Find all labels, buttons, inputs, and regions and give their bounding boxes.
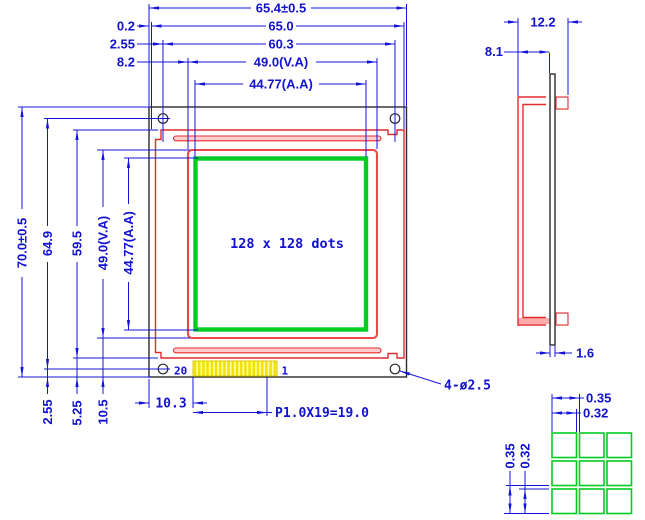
dot-cell — [578, 432, 605, 459]
dot-cell — [551, 432, 578, 459]
dim-top-bezel: 65.0 — [268, 19, 293, 34]
pin-20-label: 20 — [174, 365, 187, 378]
dot-cell — [551, 488, 578, 515]
pcb-edge — [549, 73, 556, 346]
dim-bottom-5-25: 5.25 — [70, 400, 85, 425]
dim-top-overall: 65.4±0.5 — [256, 1, 307, 16]
dot-cell — [578, 460, 605, 487]
dim-bottom-10-5: 10.5 — [96, 399, 111, 424]
connector-pads — [192, 360, 278, 377]
active-area-outline — [193, 156, 369, 332]
dim-bottom-2-55: 2.55 — [40, 399, 55, 424]
front-view: 128 x 128 dots 20 1 — [148, 106, 408, 378]
viewing-area-outline — [186, 148, 379, 340]
dim-offset-2-55: 2.55 — [110, 37, 135, 52]
dim-left-aa: 44.77(A.A) — [121, 211, 136, 275]
mounting-hole-bottom-right — [389, 363, 401, 375]
connector-dimensions: 10.3 P1.0X19=19.0 4-ø2.5 — [135, 370, 491, 421]
bezel-outline — [154, 129, 405, 359]
bottom-left-dimensions: 2.55 5.25 10.5 — [40, 338, 111, 426]
dim-left-overall: 70.0±0.5 — [15, 218, 30, 269]
side-view: 12.2 8.1 1.6 — [485, 15, 594, 361]
dot-cell — [551, 460, 578, 487]
dim-top-va: 49.0(V.A) — [254, 55, 308, 70]
dim-dot-size-h: 0.32 — [583, 406, 608, 421]
bezel-tab-slot-bottom — [172, 347, 382, 354]
dim-pin-pitch: P1.0X19=19.0 — [275, 406, 369, 421]
pin-1-label: 1 — [282, 365, 289, 378]
dim-left-bezel: 59.5 — [70, 231, 85, 256]
dot-cell — [606, 488, 633, 515]
dim-pin-start: 10.3 — [155, 397, 186, 412]
dot-cell — [578, 488, 605, 515]
dim-side-frame: 8.1 — [485, 44, 503, 59]
dot-pitch-detail: 0.35 0.32 0.35 0.32 — [503, 391, 633, 515]
dim-left-holes: 64.9 — [40, 231, 55, 256]
dim-left-va: 49.0(V.A) — [96, 216, 111, 270]
dim-top-aa: 44.77(A.A) — [249, 77, 313, 92]
left-dimensions: 70.0±0.5 64.9 59.5 49.0(V.A) 44.77(A.A) — [15, 106, 198, 378]
dim-offset-8-2: 8.2 — [117, 55, 135, 70]
dim-side-pcb: 1.6 — [576, 346, 594, 361]
dim-top-holes: 60.3 — [268, 37, 293, 52]
leader-line — [399, 370, 442, 385]
dim-mounting-holes: 4-ø2.5 — [444, 379, 491, 394]
bezel-profile-outer — [517, 96, 546, 326]
display-resolution-label: 128 x 128 dots — [230, 236, 344, 252]
dim-side-width: 12.2 — [530, 15, 555, 30]
bezel-tab-top — [555, 96, 569, 110]
bezel-tab-slot-top — [172, 135, 382, 142]
bezel-profile-inner — [522, 103, 546, 319]
dim-dot-size-v: 0.32 — [518, 443, 533, 468]
top-dimensions: 65.4±0.5 65.0 0.2 60.3 2.55 49.0(V.A) 8.… — [110, 1, 407, 157]
bezel-arm-fill — [518, 318, 550, 324]
dim-dot-pitch-v: 0.35 — [503, 443, 518, 468]
pcb-outline — [148, 106, 408, 378]
dot-cell — [606, 460, 633, 487]
bezel-tab-bottom — [555, 312, 569, 326]
dim-offset-0-2: 0.2 — [117, 19, 135, 34]
dot-cell — [606, 432, 633, 459]
dim-dot-pitch-h: 0.35 — [586, 391, 611, 406]
